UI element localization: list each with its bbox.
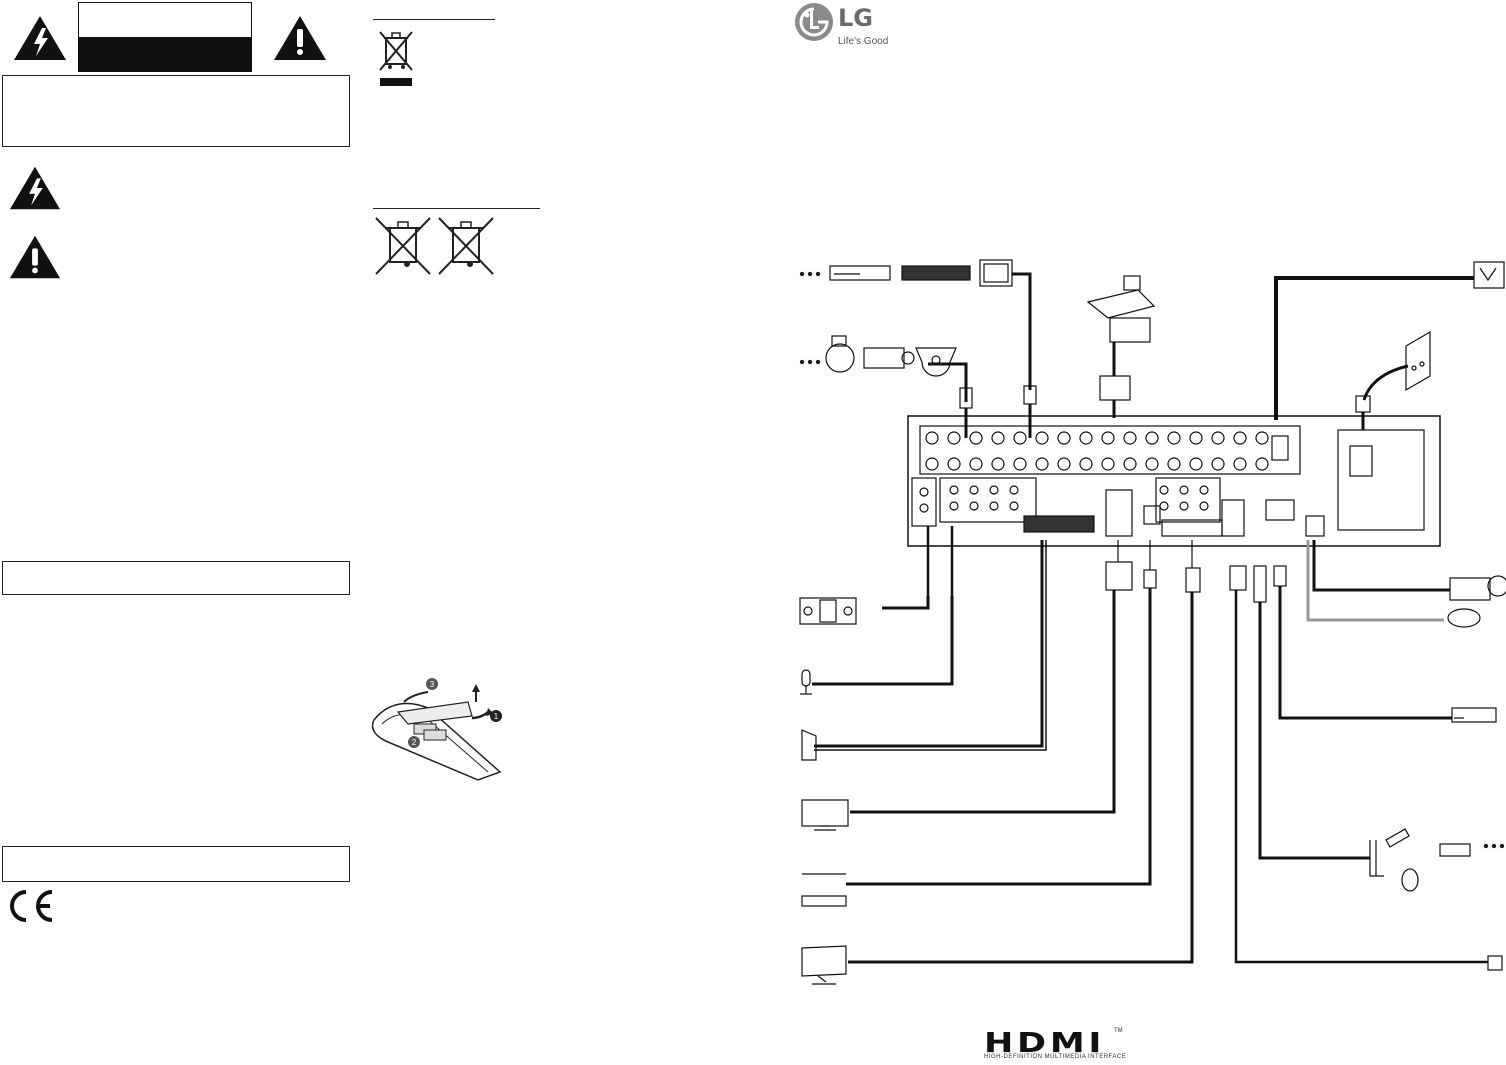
- speaker-icon: [799, 597, 857, 625]
- vcr-icon: [829, 265, 891, 281]
- vga-monitor-icon: [801, 799, 849, 831]
- dome-camera-icon: [915, 347, 957, 377]
- alarm-sensor-icon: [1473, 261, 1505, 289]
- terminal-block-icon: [801, 729, 817, 761]
- dvr-rear-panel: [907, 415, 1441, 547]
- caution-header-box: [78, 2, 252, 72]
- exclamation-warning-icon: [9, 235, 61, 279]
- ellipsis-icon: [799, 359, 821, 365]
- ptz-keyboard-icon: [1449, 575, 1506, 601]
- power-outlet-icon: [1405, 330, 1431, 392]
- bnc-connector-row: [925, 431, 1269, 471]
- hdmi-logo-icon: HDMI TM HIGH-DEFINITION MULTIMEDIA INTER…: [984, 1026, 1127, 1062]
- connection-diagram: [799, 259, 1506, 985]
- microphone-icon: [800, 669, 812, 695]
- hdmi-subtitle: HIGH-DEFINITION MULTIMEDIA INTERFACE: [984, 1054, 1127, 1060]
- alarm-output-icon: [1447, 608, 1481, 628]
- lg-tagline: Life's Good: [838, 36, 889, 47]
- exclamation-warning-icon: [274, 16, 326, 60]
- notice-box-2: [2, 846, 350, 882]
- step-3-label: 3: [430, 680, 435, 689]
- dvr-icon: [901, 265, 971, 281]
- step-1-label: 1: [494, 712, 499, 721]
- pos-terminal-icon: [1086, 275, 1156, 343]
- battery-weee-bin-icon: [375, 217, 431, 275]
- network-device-icon: [1451, 707, 1497, 723]
- lg-logo-icon: [795, 3, 833, 41]
- warning-text-box: [2, 75, 350, 147]
- weee-bin-icon: [379, 31, 413, 86]
- weee-rule: [373, 19, 495, 20]
- hdmi-wordmark: HDMI: [984, 1026, 1106, 1059]
- lan-connector-icon: [1487, 955, 1503, 971]
- notice-box-1: [2, 561, 350, 595]
- audio-connectors: [919, 485, 1209, 513]
- monitor-icon: [979, 259, 1013, 287]
- ptz-camera-icon: [825, 335, 855, 373]
- lightning-warning-icon: [14, 16, 66, 60]
- step-2-label: 2: [412, 738, 417, 747]
- cctv-monitor-icon: [801, 873, 847, 907]
- lightning-warning-icon: [9, 166, 61, 210]
- battery-rule: [373, 208, 540, 209]
- remote-battery-illustration: 1 2 3: [371, 678, 502, 781]
- hdmi-trademark: TM: [1114, 1028, 1123, 1034]
- usb-devices: [1375, 828, 1505, 892]
- lg-logo-text: LG: [838, 4, 873, 32]
- caution-header-fill: [79, 37, 251, 71]
- battery-weee-bin-icon: [438, 217, 494, 275]
- ellipsis-icon: [799, 271, 821, 277]
- hdmi-monitor-icon: [801, 945, 847, 985]
- box-camera-icon: [863, 347, 915, 369]
- ce-mark-icon: [10, 890, 53, 922]
